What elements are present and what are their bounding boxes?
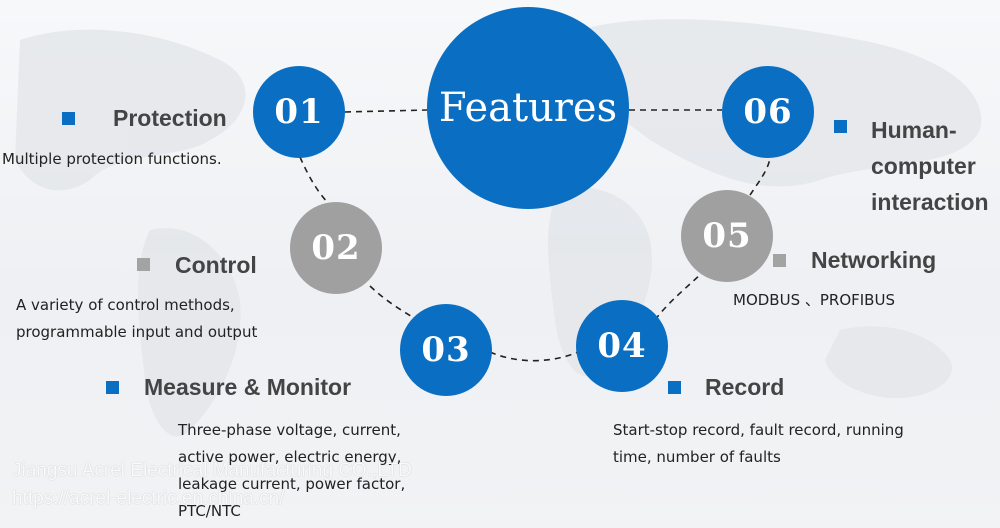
feature-circle-01: 01 bbox=[253, 66, 345, 158]
feature-circle-03: 03 bbox=[400, 304, 492, 396]
protection-heading: Protection bbox=[113, 105, 227, 131]
feature-circle-05: 05 bbox=[681, 190, 773, 282]
feature-number-06: 06 bbox=[743, 92, 793, 132]
description-line: Three-phase voltage, current, bbox=[178, 421, 401, 439]
measure-monitor-description: Three-phase voltage, current, active pow… bbox=[178, 417, 405, 525]
feature-number-04: 04 bbox=[597, 326, 647, 366]
description-line: PTC/NTC bbox=[178, 502, 241, 520]
feature-circle-06: 06 bbox=[722, 66, 814, 158]
feature-number-05: 05 bbox=[702, 216, 752, 256]
description-line: leakage current, power factor, bbox=[178, 475, 406, 493]
heading-line: Human- bbox=[871, 117, 957, 143]
heading-line: computer bbox=[871, 153, 976, 179]
description-line: A variety of control methods, bbox=[16, 296, 235, 314]
human-computer-bullet-icon bbox=[834, 120, 847, 133]
networking-heading: Networking bbox=[811, 247, 937, 273]
feature-number-01: 01 bbox=[274, 92, 324, 132]
control-description: A variety of control methods, programmab… bbox=[16, 292, 257, 346]
record-description: Start-stop record, fault record, running… bbox=[613, 417, 904, 471]
feature-circle-04: 04 bbox=[576, 300, 668, 392]
description-line: MODBUS 、PROFIBUS bbox=[733, 291, 895, 309]
watermark-company: Jiangsu Acrel Electrical Manufacturing C… bbox=[12, 460, 412, 481]
description-line: programmable input and output bbox=[16, 323, 258, 341]
description-line: Multiple protection functions. bbox=[2, 150, 222, 168]
record-bullet-icon bbox=[668, 381, 681, 394]
record-heading: Record bbox=[705, 374, 785, 400]
features-title: Features bbox=[438, 85, 618, 131]
protection-description: Multiple protection functions. bbox=[2, 146, 222, 173]
protection-bullet-icon bbox=[62, 112, 75, 125]
watermark-url: https://acrel-electric.en.china.cn/ bbox=[12, 488, 285, 509]
human-computer-heading: Human- computer interaction bbox=[871, 112, 989, 220]
control-bullet-icon bbox=[137, 258, 150, 271]
measure-monitor-bullet-icon bbox=[106, 381, 119, 394]
description-line: active power, electric energy, bbox=[178, 448, 402, 466]
networking-description: MODBUS 、PROFIBUS bbox=[733, 287, 895, 314]
feature-circle-02: 02 bbox=[290, 202, 382, 294]
networking-bullet-icon bbox=[773, 254, 786, 267]
control-heading: Control bbox=[175, 252, 257, 278]
heading-line: interaction bbox=[871, 189, 989, 215]
description-line: Start-stop record, fault record, running bbox=[613, 421, 904, 439]
features-title-circle: Features bbox=[427, 7, 629, 209]
description-line: time, number of faults bbox=[613, 448, 781, 466]
feature-number-03: 03 bbox=[421, 330, 471, 370]
measure-monitor-heading: Measure & Monitor bbox=[144, 374, 352, 400]
feature-number-02: 02 bbox=[311, 228, 361, 268]
